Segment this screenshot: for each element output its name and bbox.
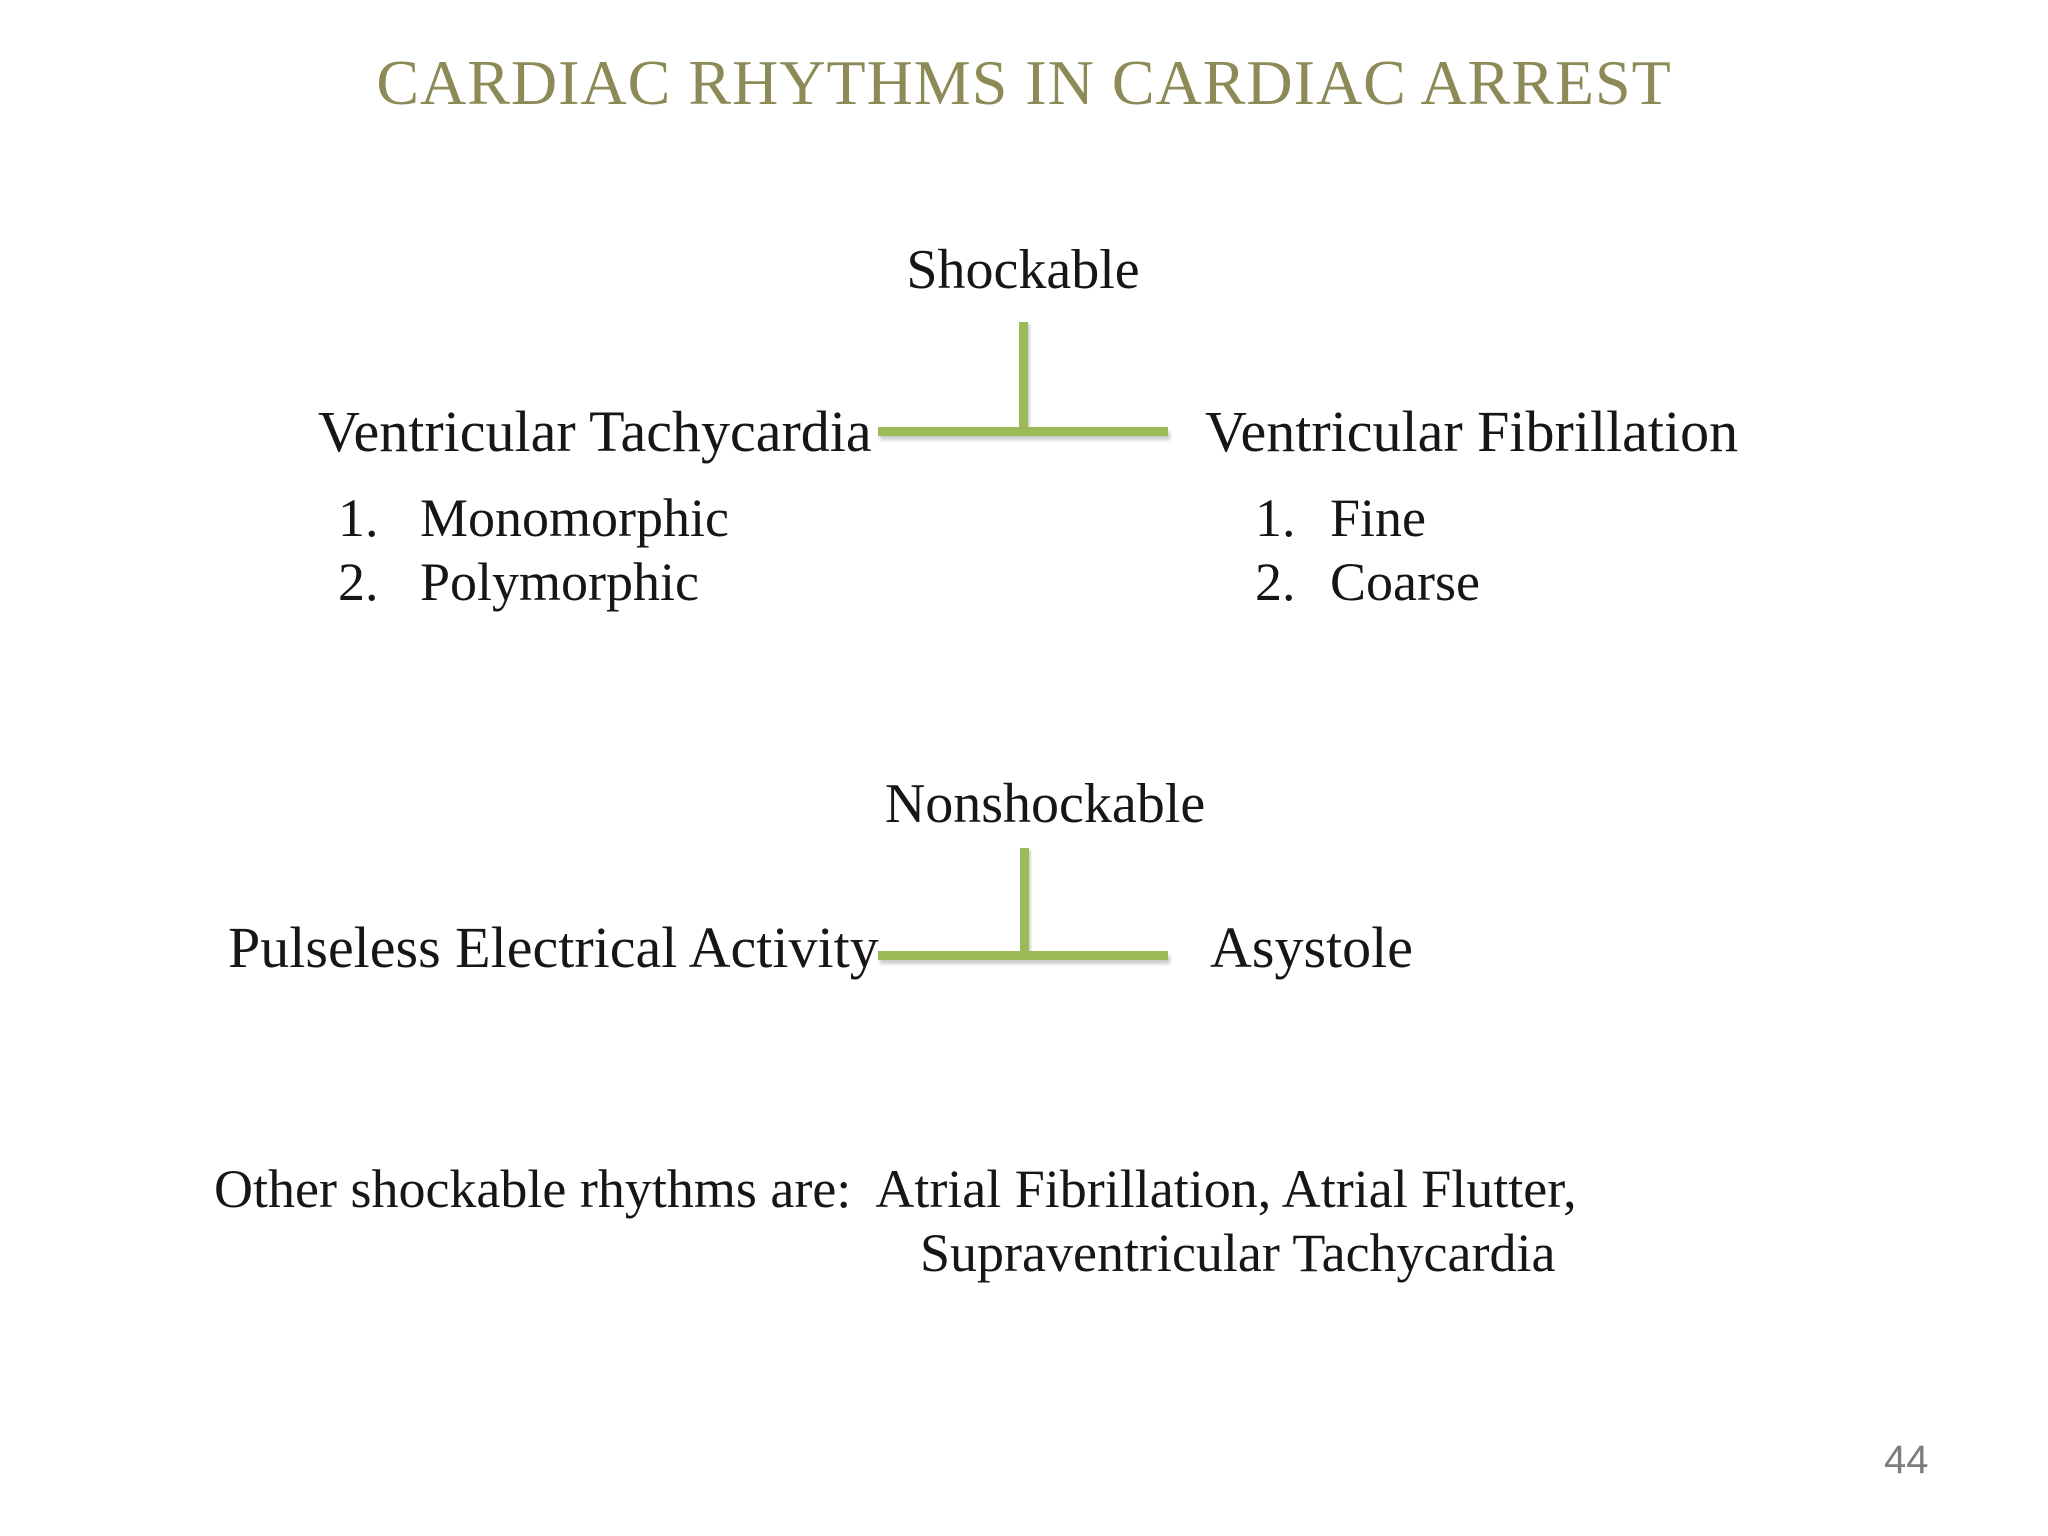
nonshockable-connector-vertical-line (1020, 848, 1029, 954)
list-marker: 2. (1255, 552, 1296, 612)
node-ventricular-tachycardia: Ventricular Tachycardia (318, 399, 872, 464)
page-number: 44 (1884, 1438, 1929, 1482)
node-asystole: Asystole (1210, 915, 1413, 980)
list-item: 2. Coarse (1255, 550, 1480, 614)
list-marker: 2. (338, 552, 379, 612)
list-marker: 1. (338, 488, 379, 548)
list-item: 2. Polymorphic (338, 550, 729, 614)
shockable-connector-vertical-line (1019, 322, 1028, 430)
list-marker: 1. (1255, 488, 1296, 548)
list-item: 1. Monomorphic (338, 486, 729, 550)
list-item-label: Polymorphic (420, 552, 699, 612)
nonshockable-connector-horizontal-line (878, 951, 1168, 960)
ventricular-fibrillation-list: 1. Fine 2. Coarse (1255, 486, 1480, 614)
list-item: 1. Fine (1255, 486, 1480, 550)
node-ventricular-fibrillation: Ventricular Fibrillation (1205, 399, 1739, 464)
slide-title: CARDIAC RHYTHMS IN CARDIAC ARREST (376, 47, 1672, 118)
shockable-heading: Shockable (906, 239, 1140, 301)
other-shockable-rhythms-line1: Other shockable rhythms are: Atrial Fibr… (214, 1159, 1577, 1219)
nonshockable-heading: Nonshockable (884, 773, 1206, 835)
list-item-label: Fine (1330, 488, 1427, 548)
ventricular-tachycardia-list: 1. Monomorphic 2. Polymorphic (338, 486, 729, 614)
list-item-label: Coarse (1330, 552, 1480, 612)
list-item-label: Monomorphic (420, 488, 729, 548)
other-shockable-rhythms-line2: Supraventricular Tachycardia (920, 1223, 1556, 1283)
shockable-connector-horizontal-line (878, 427, 1168, 436)
node-pulseless-electrical-activity: Pulseless Electrical Activity (228, 915, 879, 980)
